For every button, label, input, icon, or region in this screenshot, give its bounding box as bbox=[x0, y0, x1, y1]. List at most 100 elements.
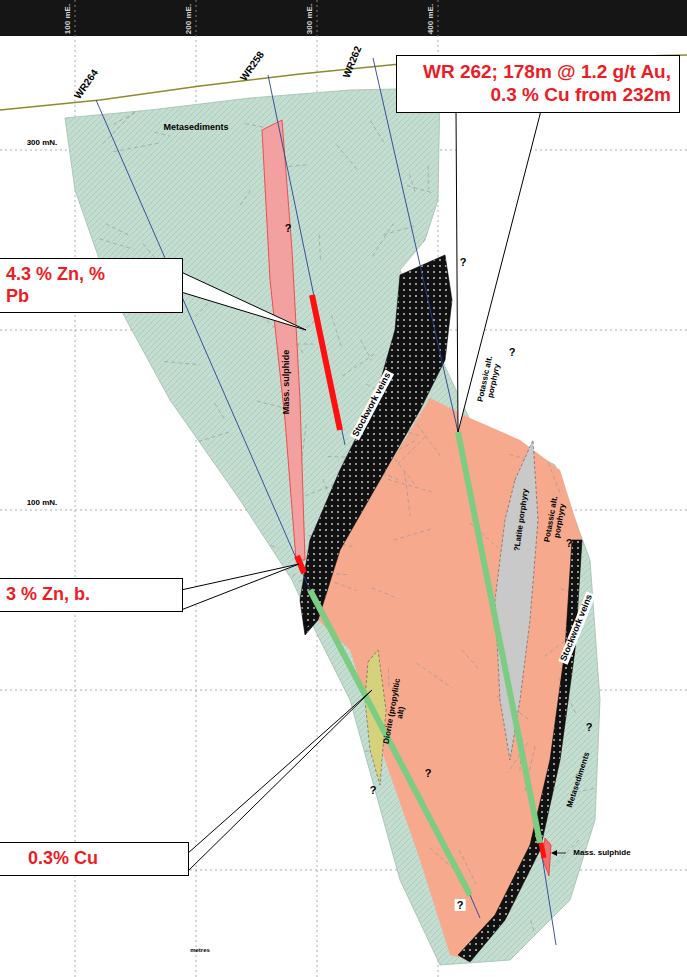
fracture bbox=[356, 911, 382, 919]
axis-label: 400 mE. bbox=[427, 4, 436, 34]
fracture bbox=[107, 782, 130, 790]
assay-text: WR 262; 178m @ 1.2 g/t Au, 0.3 % Cu from… bbox=[405, 61, 671, 107]
assay-text: 0.3% Cu bbox=[28, 848, 178, 870]
fracture bbox=[372, 223, 393, 256]
intercept bbox=[541, 843, 544, 858]
fracture bbox=[405, 471, 411, 516]
fracture bbox=[388, 479, 436, 493]
fracture bbox=[155, 948, 159, 971]
fracture bbox=[65, 366, 71, 382]
query-mark: ? bbox=[455, 899, 466, 911]
fracture bbox=[371, 121, 385, 144]
intercept bbox=[312, 295, 340, 430]
drill-holes bbox=[96, 58, 556, 945]
fracture bbox=[287, 703, 300, 715]
fracture bbox=[257, 677, 302, 683]
fracture bbox=[120, 527, 126, 549]
fracture bbox=[382, 226, 414, 235]
fracture bbox=[418, 233, 429, 251]
callout-box: WR 262; 178m @ 1.2 g/t Au, 0.3 % Cu from… bbox=[396, 55, 680, 113]
drill-hole bbox=[268, 75, 345, 445]
fracture bbox=[147, 785, 155, 820]
fracture bbox=[110, 103, 154, 127]
fracture bbox=[417, 663, 452, 687]
fracture bbox=[194, 304, 208, 318]
callout-box: 0.3% Cu bbox=[0, 842, 189, 876]
intercept bbox=[310, 590, 470, 895]
massive-sulphide bbox=[542, 838, 551, 876]
query-mark: ? bbox=[425, 767, 432, 779]
fracture bbox=[372, 588, 399, 599]
fracture bbox=[195, 916, 224, 944]
fracture bbox=[343, 814, 361, 824]
fracture bbox=[508, 947, 524, 962]
fracture bbox=[461, 650, 479, 671]
callout-tails bbox=[181, 111, 541, 872]
fracture bbox=[607, 946, 618, 959]
header-band bbox=[0, 0, 687, 36]
unit-label: Potassic alt. porphyry bbox=[475, 348, 505, 412]
fracture bbox=[123, 382, 151, 391]
fracture bbox=[282, 573, 295, 594]
fracture bbox=[89, 417, 94, 466]
fracture bbox=[428, 166, 429, 189]
fracture bbox=[556, 361, 592, 375]
fracture bbox=[302, 704, 339, 733]
fracture bbox=[106, 482, 127, 485]
drill-hole bbox=[470, 895, 480, 918]
callout-tail bbox=[456, 111, 541, 432]
fracture bbox=[172, 554, 181, 567]
drill-hole-label: WR258 bbox=[238, 49, 266, 83]
drill-hole bbox=[540, 843, 556, 945]
fracture bbox=[238, 893, 272, 926]
fracture bbox=[361, 340, 372, 360]
fracture bbox=[335, 582, 357, 590]
query-mark: ? bbox=[586, 721, 593, 733]
callout-tail bbox=[181, 272, 306, 330]
fracture bbox=[167, 759, 211, 780]
fracture bbox=[158, 438, 180, 472]
fracture bbox=[91, 321, 92, 355]
fracture bbox=[89, 403, 112, 447]
fracture bbox=[215, 603, 251, 619]
fracture bbox=[602, 868, 618, 882]
fracture bbox=[106, 224, 130, 236]
fracture bbox=[65, 777, 84, 779]
axis-label: 100 mE. bbox=[64, 4, 73, 34]
grid-label: 100 mN. bbox=[25, 499, 60, 508]
fracture bbox=[225, 958, 241, 960]
fracture bbox=[215, 403, 226, 420]
stockwork-veins bbox=[300, 255, 452, 635]
fracture bbox=[407, 186, 432, 193]
assay-text: 4.3 % Zn, % Pb bbox=[6, 264, 116, 307]
unit-label: Diorite (propylitic alt) bbox=[382, 676, 411, 748]
fracture bbox=[60, 519, 62, 534]
fracture bbox=[289, 932, 317, 942]
fracture bbox=[394, 529, 431, 540]
fracture bbox=[105, 490, 118, 502]
fracture bbox=[191, 549, 196, 571]
fracture bbox=[191, 432, 228, 443]
fracture bbox=[253, 642, 282, 651]
leader-arrow bbox=[551, 850, 557, 856]
fracture bbox=[99, 239, 133, 249]
fracture bbox=[244, 539, 279, 548]
drill-hole-label: WR264 bbox=[72, 67, 100, 101]
fracture bbox=[245, 705, 253, 748]
drill-hole-label: WR262 bbox=[341, 44, 364, 79]
unit-label: Mass. sulphide bbox=[573, 849, 630, 858]
fracture bbox=[202, 508, 233, 517]
drill-hole bbox=[96, 100, 310, 590]
intercept bbox=[458, 432, 540, 843]
fracture bbox=[546, 456, 561, 496]
unit-label: ?Latite porphyry bbox=[513, 488, 530, 552]
query-mark: ? bbox=[303, 620, 310, 632]
fracture bbox=[531, 920, 541, 951]
fracture bbox=[163, 666, 193, 693]
fracture bbox=[319, 235, 320, 261]
query-mark: ? bbox=[460, 256, 467, 268]
unit-label: Stockwork veins bbox=[558, 591, 595, 664]
fracture bbox=[239, 190, 251, 208]
